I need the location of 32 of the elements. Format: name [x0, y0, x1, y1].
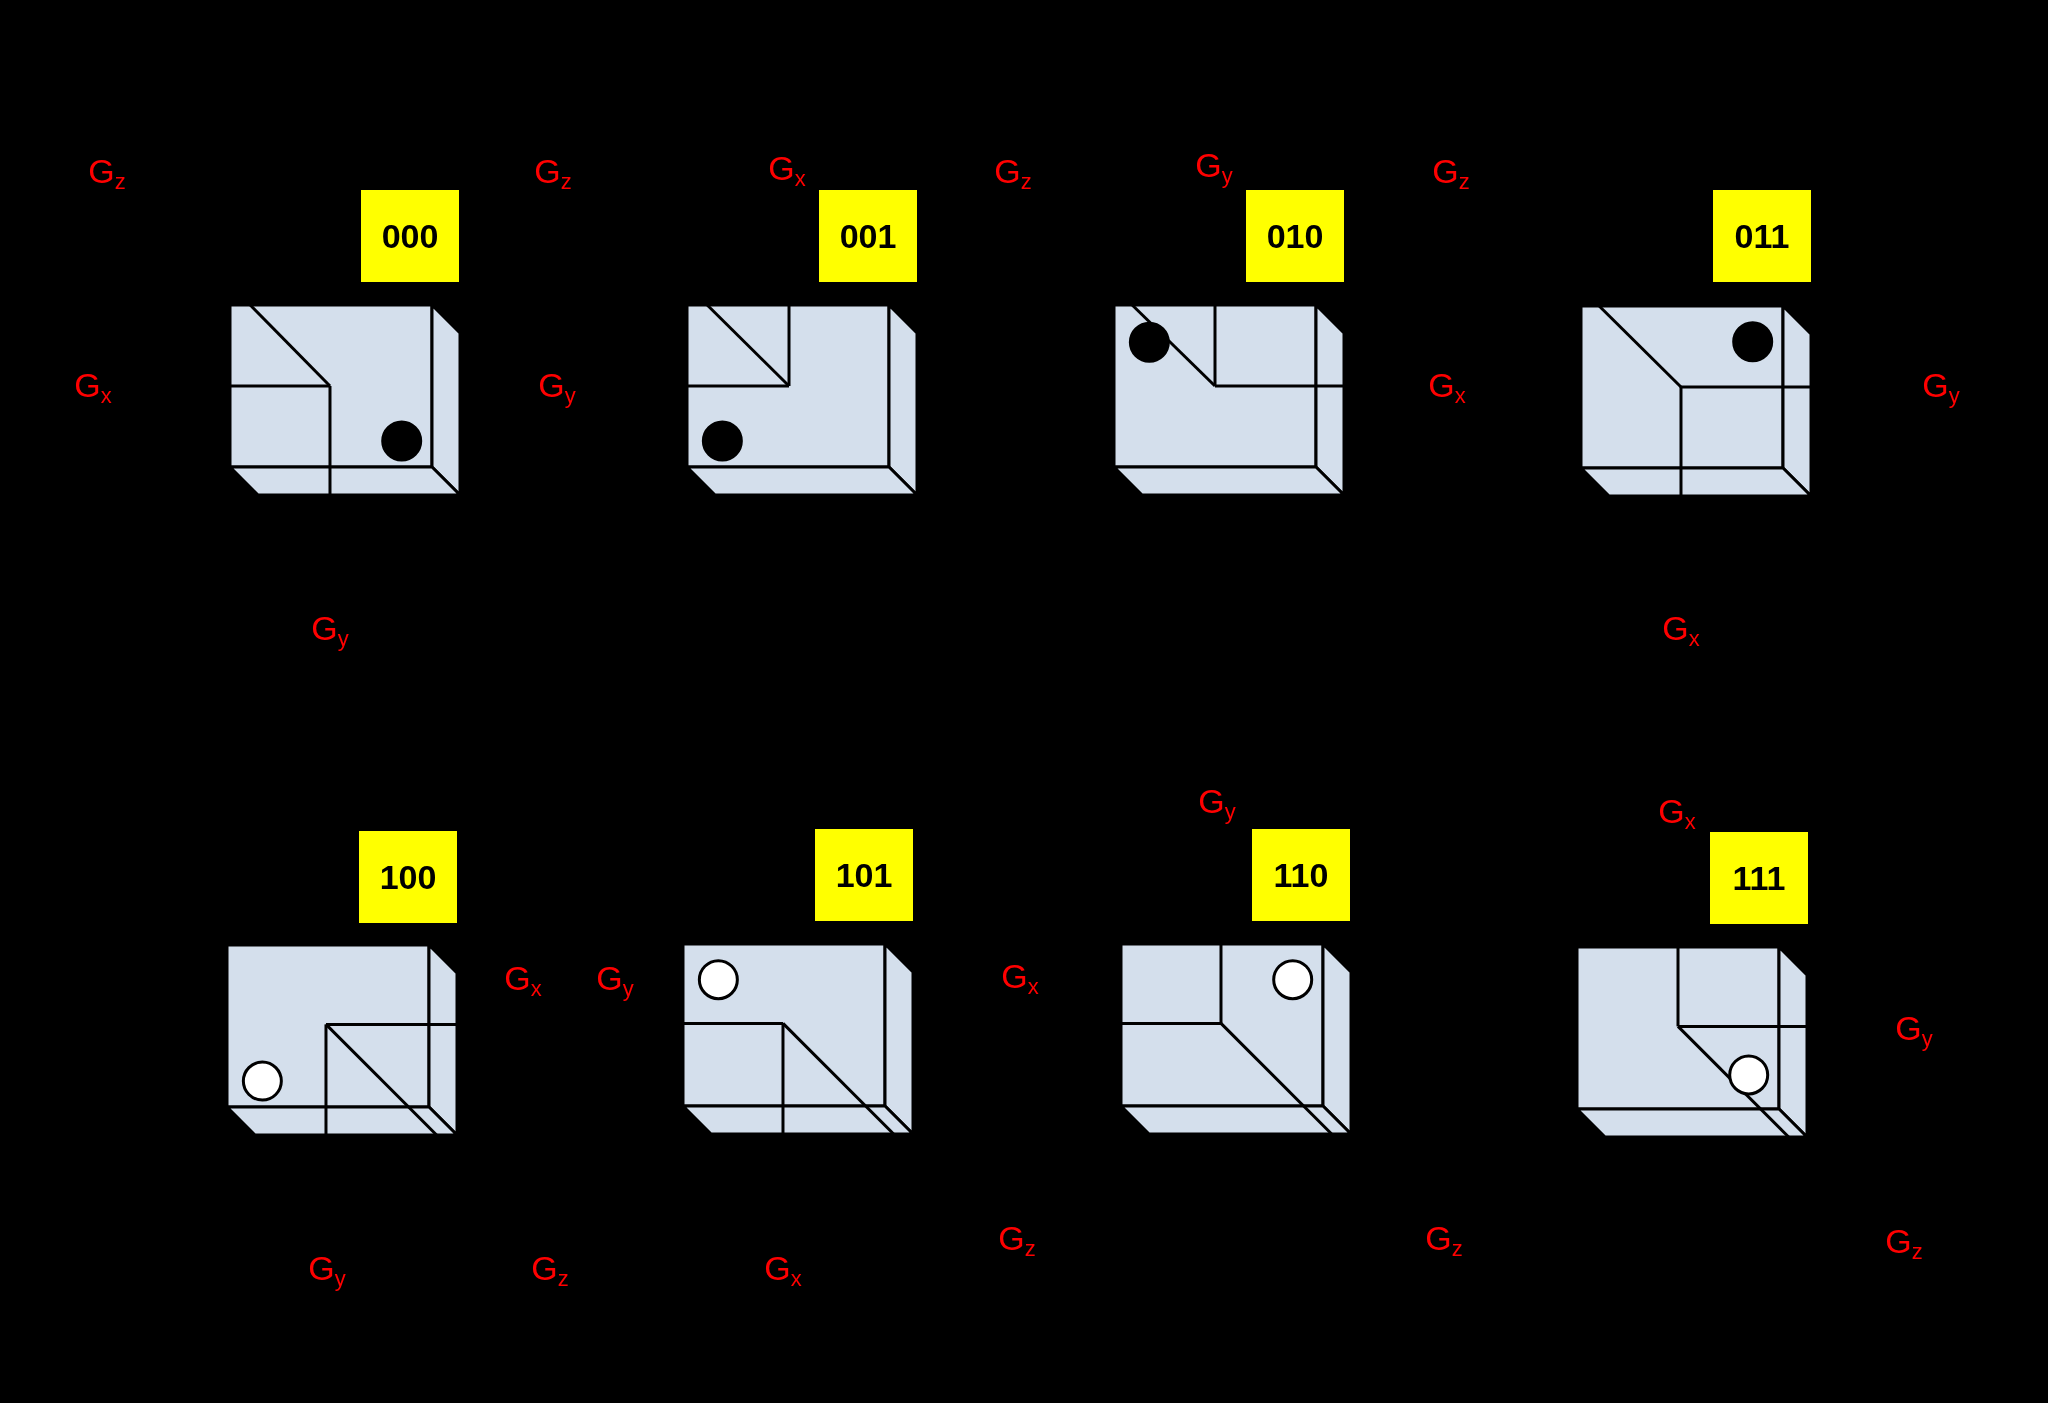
gradient-axis-label: G$_{y}$ — [1895, 1008, 1933, 1052]
code-tag: 000 — [361, 190, 459, 282]
gradient-axis-label: G$_{z}$ — [531, 1248, 569, 1292]
gradient-axis-label: G$_{x}$ — [1662, 608, 1700, 652]
code-tag: 001 — [819, 190, 917, 282]
code-tag: 110 — [1252, 829, 1350, 921]
gradient-axis-label: G$_{z}$ — [998, 1218, 1036, 1262]
gradient-axis-label: G$_{z}$ — [534, 151, 572, 195]
gradient-axis-label: G$_{y}$ — [1922, 365, 1960, 409]
gradient-axis-label: G$_{z}$ — [1885, 1221, 1923, 1265]
gradient-axis-label: G$_{x}$ — [1001, 956, 1039, 1000]
code-tag: 100 — [359, 831, 457, 923]
code-tag: 011 — [1713, 190, 1811, 282]
gradient-axis-label: G$_{y}$ — [1195, 145, 1233, 189]
gradient-axis-label: G$_{x}$ — [1428, 365, 1466, 409]
gradient-axis-label: G$_{y}$ — [1198, 781, 1236, 825]
gradient-axis-label: G$_{x}$ — [1658, 791, 1696, 835]
gradient-axis-label: G$_{x}$ — [74, 365, 112, 409]
gradient-axis-label: G$_{x}$ — [504, 958, 542, 1002]
gradient-axis-label: G$_{y}$ — [538, 365, 576, 409]
gradient-axis-label: G$_{z}$ — [1425, 1218, 1463, 1262]
gradient-axis-label: G$_{z}$ — [994, 151, 1032, 195]
gradient-axis-label: G$_{y}$ — [308, 1248, 346, 1292]
code-tag: 111 — [1710, 832, 1808, 924]
gradient-axis-label: G$_{z}$ — [1432, 151, 1470, 195]
gradient-axis-label: G$_{y}$ — [596, 958, 634, 1002]
gradient-axis-label: G$_{y}$ — [311, 608, 349, 652]
code-tag: 101 — [815, 829, 913, 921]
code-tag: 010 — [1246, 190, 1344, 282]
gradient-axis-label: G$_{x}$ — [768, 148, 806, 192]
gradient-axis-label: G$_{x}$ — [764, 1248, 802, 1292]
gradient-axis-label: G$_{z}$ — [88, 151, 126, 195]
